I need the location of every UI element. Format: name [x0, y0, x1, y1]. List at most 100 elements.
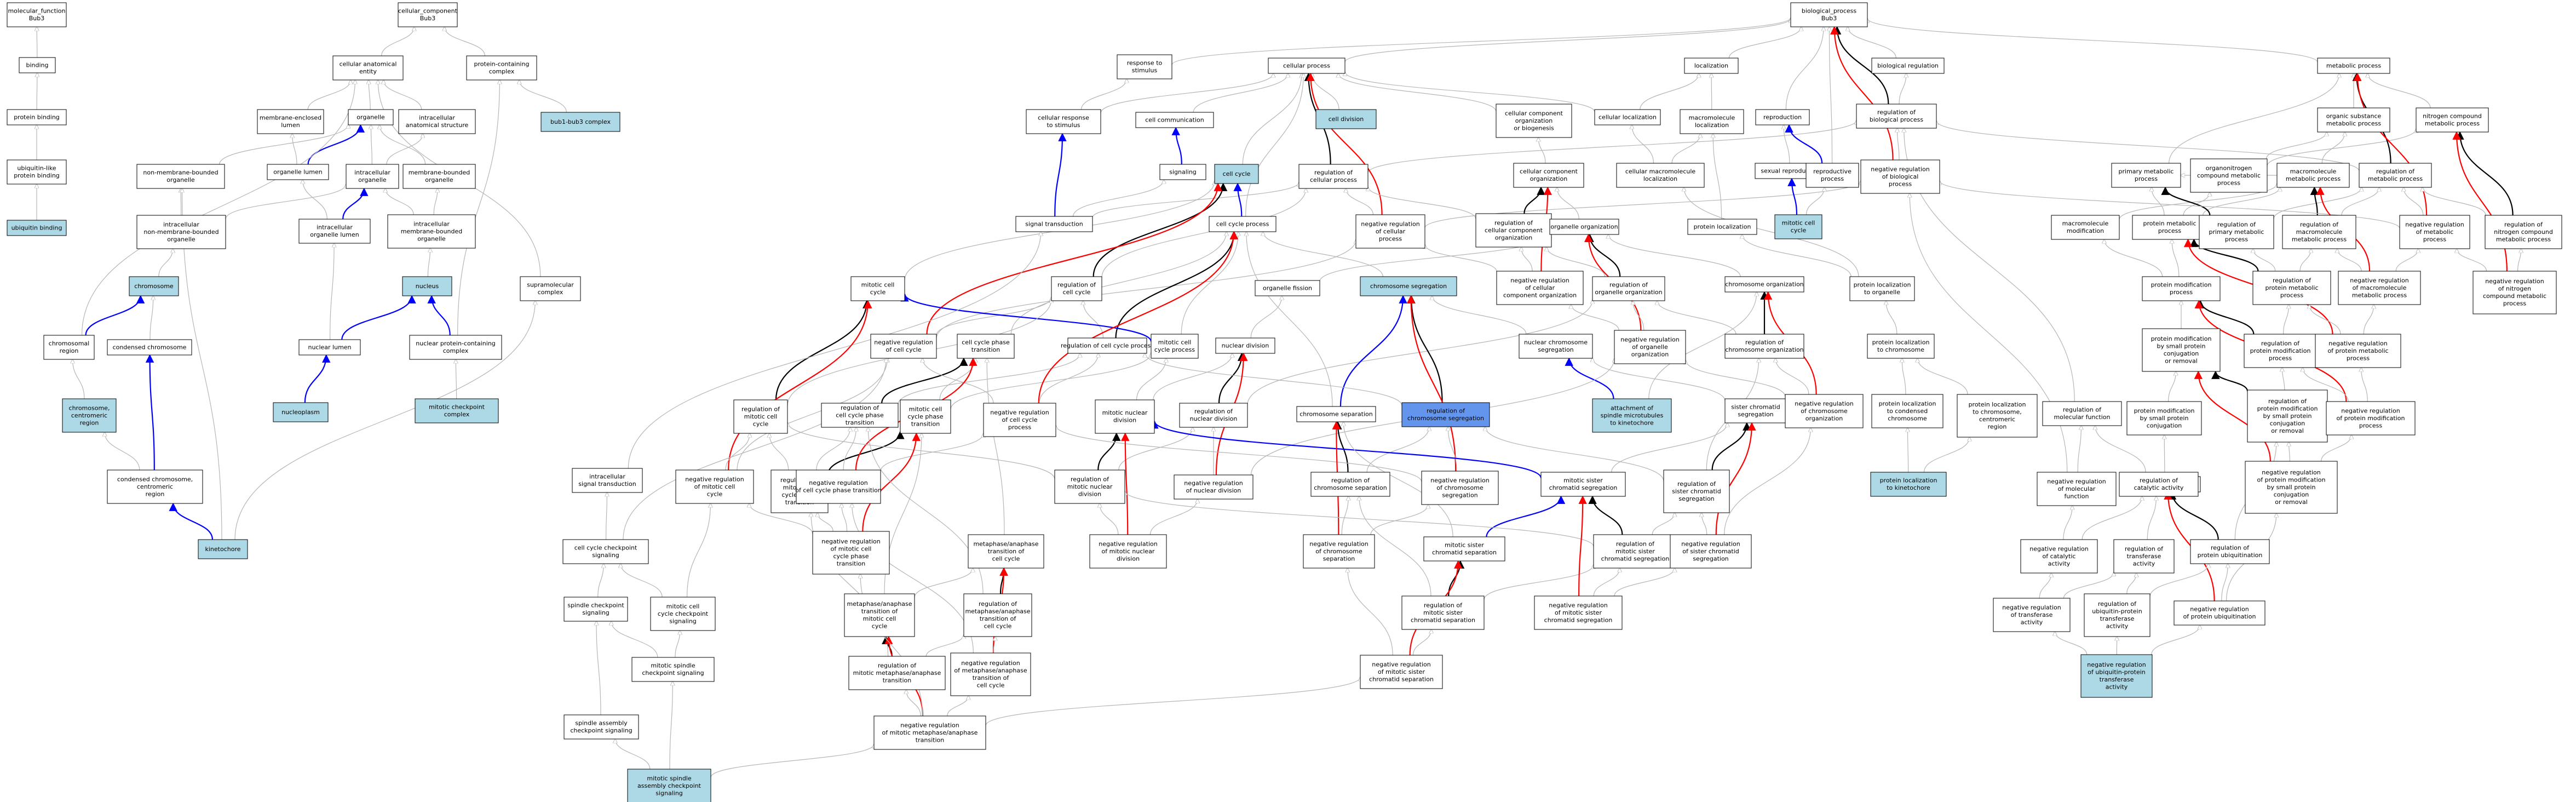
go-term-node[interactable]: organelle organization	[1549, 219, 1619, 235]
go-term-node[interactable]: chromosome segregation	[1360, 276, 1457, 296]
go-term-node[interactable]: binding	[19, 57, 56, 73]
go-term-node[interactable]: cellular localization	[1594, 109, 1661, 125]
go-term-node[interactable]: cell division	[1315, 109, 1377, 129]
go-term-node[interactable]: chromosome	[129, 276, 179, 296]
go-term-node[interactable]: chromosome organization	[1724, 276, 1804, 293]
go-term-node[interactable]: nucleus	[402, 276, 452, 296]
go-term-node[interactable]: signaling	[1159, 164, 1206, 180]
go-term-node[interactable]: cell communication	[1135, 112, 1214, 128]
go-term-node[interactable]: intracellularnon-membrane-boundedorganel…	[136, 215, 226, 249]
go-term-node[interactable]: kinetochore	[198, 539, 248, 559]
go-term-node[interactable]: regulation ofubiquitin-proteintransferas…	[2084, 593, 2150, 637]
go-term-node[interactable]: organelle fission	[1255, 280, 1320, 296]
go-term-node[interactable]: nucleoplasm	[273, 402, 329, 422]
go-term-node[interactable]: organelle	[348, 109, 394, 125]
go-term-node[interactable]: bub1-bub3 complex	[540, 112, 620, 132]
go-term-node[interactable]: ubiquitin binding	[7, 220, 67, 236]
go-term-node[interactable]: nuclear lumen	[298, 339, 361, 356]
go-term-node[interactable]: condensed chromosome	[107, 339, 192, 356]
go-term-node[interactable]: nuclear division	[1215, 337, 1275, 354]
go-term-node[interactable]: cell cycle process	[1209, 216, 1277, 232]
go-term-node[interactable]: signal transduction	[1015, 216, 1093, 232]
go-term-node[interactable]: metabolic process	[2317, 58, 2390, 74]
go-term-node[interactable]: localization	[1684, 58, 1739, 74]
